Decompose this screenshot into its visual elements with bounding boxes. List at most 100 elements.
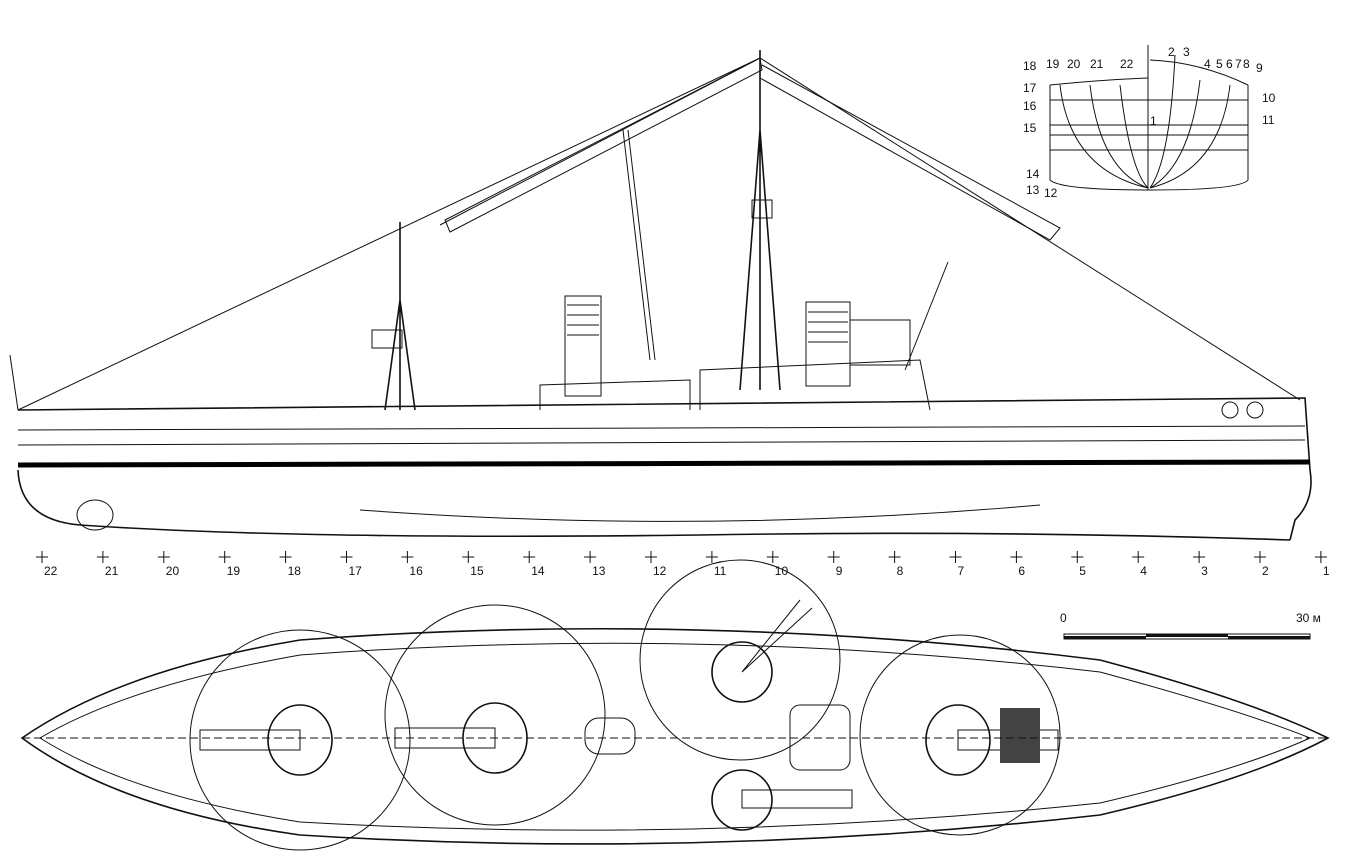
station-cross	[218, 551, 231, 563]
station-cross	[401, 551, 414, 563]
scale-start-label: 0	[1060, 611, 1067, 625]
station-cross	[340, 551, 353, 563]
section-label: 12	[1044, 186, 1058, 200]
hull-upper	[17, 397, 1312, 541]
station-label: 18	[288, 564, 302, 578]
station-cross	[157, 551, 170, 563]
turret-arc	[639, 559, 841, 761]
station-label: 8	[897, 564, 904, 578]
station-cross	[888, 551, 901, 563]
station-cross	[523, 551, 536, 563]
station-cross	[766, 551, 779, 563]
section-label: 8	[1243, 57, 1250, 71]
station-label: 1	[1323, 564, 1330, 578]
station-label: 19	[227, 564, 241, 578]
derrick-boom-fwd	[759, 64, 1061, 241]
station-label: 4	[1140, 564, 1147, 578]
station-label: 22	[44, 564, 58, 578]
stern-structure	[76, 499, 114, 531]
station-cross	[36, 551, 48, 563]
section-label: 6	[1226, 57, 1233, 71]
body-plan: 18 19 20 21 22 17 16 15 14 13 12 1 2 3 4…	[1023, 45, 1276, 200]
station-label: 3	[1201, 564, 1208, 578]
plan-view	[20, 559, 1330, 851]
station-label: 16	[409, 564, 423, 578]
station-cross	[949, 551, 962, 563]
section-label: 17	[1023, 81, 1037, 95]
rigging-lines	[17, 57, 1301, 411]
station-label: 6	[1018, 564, 1025, 578]
section-label: 16	[1023, 99, 1037, 113]
station-cross	[1132, 551, 1145, 563]
station-cross	[827, 551, 840, 563]
station-label: 15	[470, 564, 484, 578]
scale-end-label: 30 м	[1296, 611, 1321, 625]
section-label: 10	[1262, 91, 1276, 105]
section-label: 5	[1216, 57, 1223, 71]
station-cross	[462, 551, 475, 563]
turret-arc	[859, 634, 1061, 836]
station-label: 21	[105, 564, 119, 578]
station-label: 13	[592, 564, 606, 578]
aft-funnel	[564, 295, 602, 397]
foremast	[739, 50, 781, 391]
fwd-derrick	[904, 261, 949, 371]
boat-derrick	[622, 129, 656, 361]
station-cross	[1314, 551, 1327, 563]
station-label: 7	[958, 564, 965, 578]
section-label: 19	[1046, 57, 1060, 71]
section-label: 15	[1023, 121, 1037, 135]
bilge-keel	[359, 504, 1041, 522]
section-label: 4	[1204, 57, 1211, 71]
turret-arc	[384, 604, 606, 826]
station-label: 14	[531, 564, 545, 578]
hull-bottom	[17, 469, 1291, 541]
stern-flagstaff	[9, 354, 19, 411]
turret-arc	[189, 629, 411, 851]
station-cross	[645, 551, 657, 563]
station-label: 9	[836, 564, 843, 578]
section-label: 20	[1067, 57, 1081, 71]
fore-top	[751, 199, 773, 219]
station-cross	[705, 551, 718, 563]
waterline	[17, 459, 1311, 468]
station-cross	[584, 551, 597, 563]
profile-view	[9, 50, 1312, 541]
section-label: 7	[1235, 57, 1242, 71]
section-label: 1	[1150, 114, 1157, 128]
fore-funnel	[805, 301, 851, 387]
deck-grating	[1000, 708, 1040, 763]
main-top	[371, 329, 403, 349]
derrick-boom	[444, 57, 763, 233]
section-label: 18	[1023, 59, 1037, 73]
station-label: 17	[349, 564, 363, 578]
section-label: 22	[1120, 57, 1134, 71]
superstructure	[539, 359, 931, 411]
mainmast	[384, 222, 416, 411]
station-cross	[279, 551, 292, 563]
section-label: 21	[1090, 57, 1104, 71]
station-cross	[1193, 551, 1206, 563]
station-label: 2	[1262, 564, 1269, 578]
section-label: 11	[1262, 113, 1275, 127]
section-label: 9	[1256, 61, 1263, 75]
funnel-plan	[584, 717, 636, 755]
section-label: 3	[1183, 45, 1190, 59]
hawse	[1246, 401, 1264, 419]
station-cross	[1071, 551, 1084, 563]
section-label: 2	[1168, 45, 1175, 59]
station-cross	[1010, 551, 1023, 563]
hull-plan	[20, 627, 1330, 845]
scale-bar: 0 30 м	[1060, 611, 1321, 640]
station-label: 11	[714, 564, 727, 578]
section-label: 14	[1026, 167, 1040, 181]
main-turrets	[199, 599, 1059, 831]
bridge	[849, 319, 911, 366]
section-label: 13	[1026, 183, 1040, 197]
station-label: 20	[166, 564, 180, 578]
station-label: 5	[1079, 564, 1086, 578]
station-label: 12	[653, 564, 667, 578]
station-cross	[96, 551, 109, 563]
